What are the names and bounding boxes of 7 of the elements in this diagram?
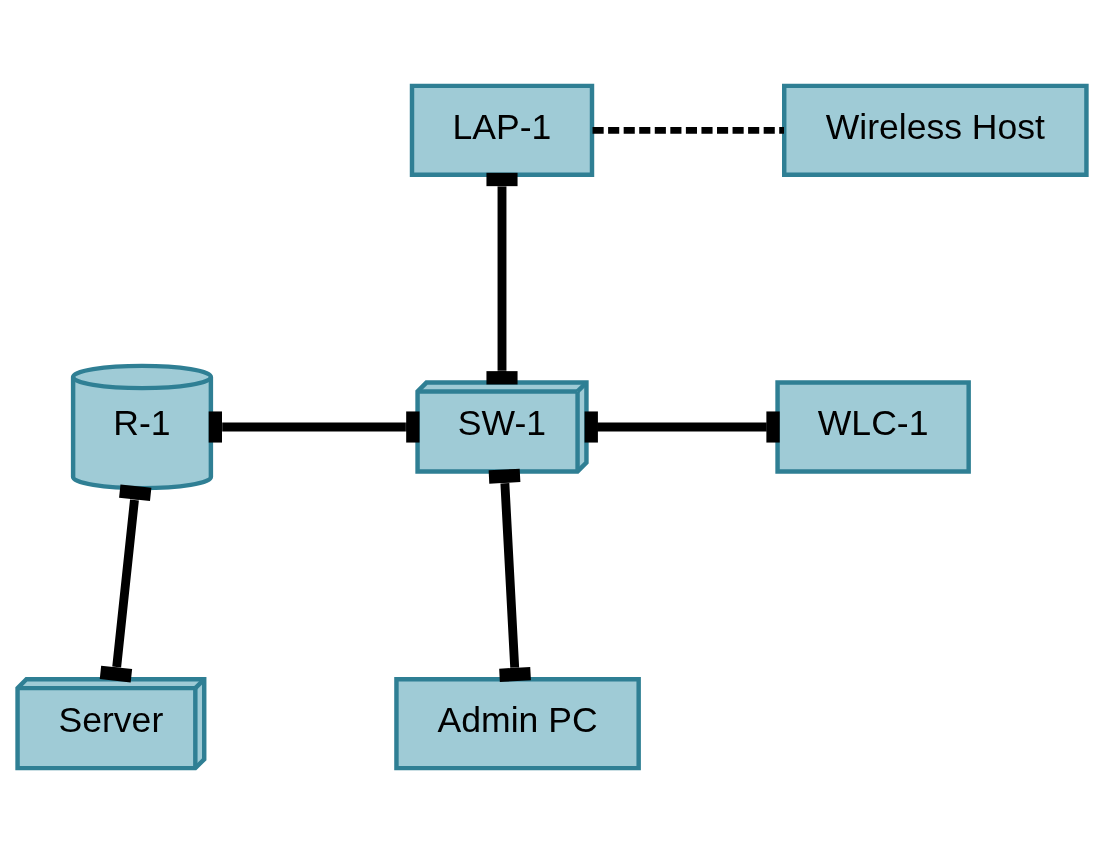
connector bbox=[488, 468, 531, 682]
node-box: Wireless Host bbox=[782, 83, 1089, 177]
connector bbox=[592, 127, 784, 134]
node-box: WLC-1 bbox=[775, 380, 971, 474]
node-box: LAP-1 bbox=[409, 83, 595, 177]
node-box: Admin PC bbox=[394, 677, 641, 771]
connector bbox=[99, 484, 152, 683]
